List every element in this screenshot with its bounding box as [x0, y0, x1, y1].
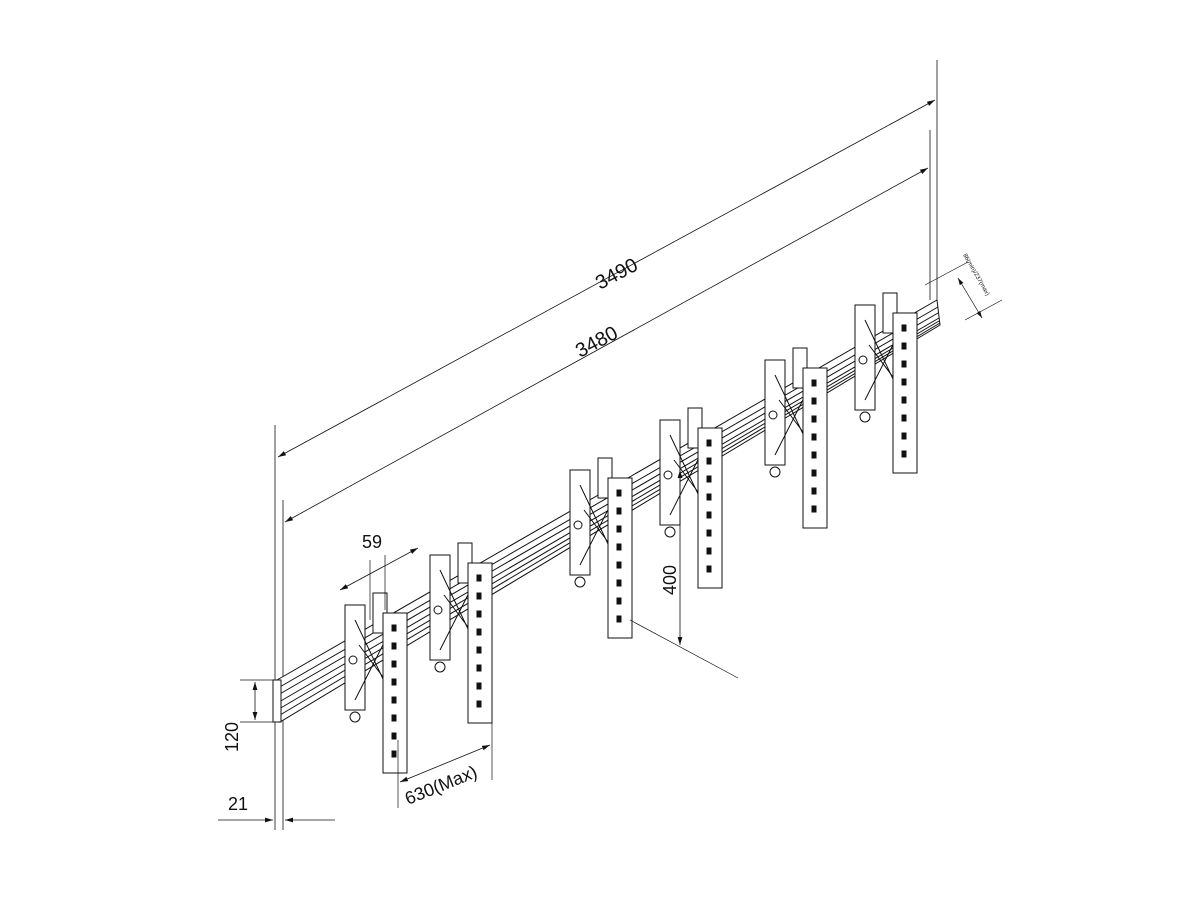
dimension-630: 630(Max) [397, 715, 493, 809]
dimension-120: 120 [222, 679, 275, 752]
dimension-3490: 3490 [277, 99, 936, 458]
extension-lines [274, 60, 938, 830]
dimension-21: 21 [218, 794, 335, 823]
label-21: 21 [228, 794, 248, 814]
label-3480: 3480 [572, 322, 622, 362]
label-59: 59 [362, 532, 382, 552]
bracket [854, 292, 918, 474]
label-120: 120 [222, 722, 242, 752]
label-630: 630(Max) [402, 762, 480, 809]
dimension-59: 59 [339, 532, 419, 620]
bracket [569, 457, 633, 639]
bracket [659, 407, 723, 589]
dimension-400: 400 [629, 470, 739, 679]
bracket [344, 592, 408, 774]
brackets [344, 292, 918, 774]
label-3490: 3490 [592, 254, 642, 294]
label-400: 400 [660, 565, 680, 595]
bracket [764, 347, 828, 529]
bracket [429, 542, 493, 724]
